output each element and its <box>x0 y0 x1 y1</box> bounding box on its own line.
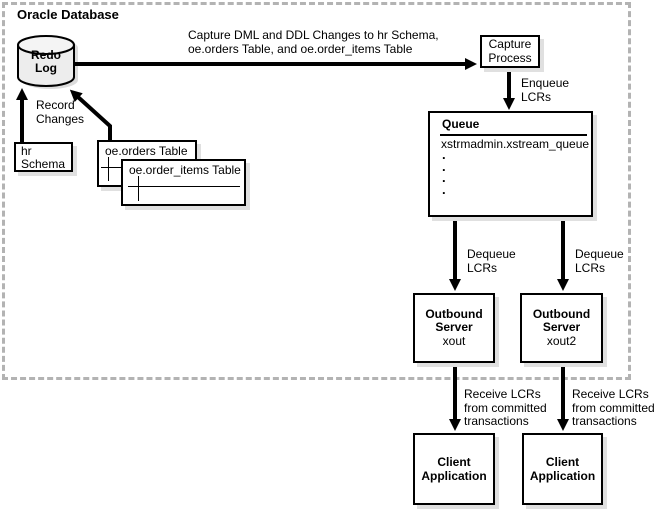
outbound-server-xout2-node: Outbound Server xout2 <box>520 293 603 363</box>
oe-order-items-table-label: oe.order_items Table <box>129 163 241 177</box>
capture-changes-annotation: Capture DML and DDL Changes to hr Schema… <box>188 28 439 56</box>
hr-schema-node: hr Schema <box>14 142 73 172</box>
client-application-label: Client Application <box>529 455 596 483</box>
queue-title: Queue <box>442 117 480 131</box>
queue-ellipsis: . . . . <box>442 147 446 197</box>
table-icon <box>128 186 240 187</box>
table-icon <box>138 176 139 201</box>
dequeue-lcrs-annotation-right: Dequeue LCRs <box>575 247 624 275</box>
oe-order-items-table-node: oe.order_items Table <box>121 159 246 206</box>
capture-process-node: Capture Process <box>480 35 540 68</box>
arrow-record-from-oe-orders <box>69 89 112 141</box>
outbound-server-name: xout <box>442 333 466 348</box>
client-application-node-left: Client Application <box>413 433 495 505</box>
oracle-database-title: Oracle Database <box>17 7 119 22</box>
client-application-node-right: Client Application <box>522 433 603 505</box>
enqueue-lcrs-annotation: Enqueue LCRs <box>521 76 570 104</box>
client-application-label: Client Application <box>421 455 487 483</box>
outbound-server-title: Outbound Server <box>532 306 591 335</box>
dequeue-lcrs-annotation-left: Dequeue LCRs <box>467 247 516 275</box>
record-changes-annotation: Record Changes <box>36 98 85 126</box>
queue-title-rule <box>440 134 587 136</box>
oracle-database-boundary <box>2 2 631 380</box>
outbound-server-name: xout2 <box>546 333 577 348</box>
redo-log-cylinder <box>17 35 78 89</box>
receive-lcrs-annotation-left: Receive LCRs from committed transactions <box>464 387 547 428</box>
queue-name: xstrmadmin.xstream_queue <box>441 137 590 151</box>
redo-log-label: Redo Log <box>31 48 61 75</box>
outbound-server-title: Outbound Server <box>425 306 483 335</box>
receive-lcrs-annotation-right: Receive LCRs from committed transactions <box>572 387 655 428</box>
outbound-server-xout-node: Outbound Server xout <box>413 293 495 363</box>
table-icon <box>108 157 109 181</box>
queue-node: Queue xstrmadmin.xstream_queue . . . . <box>428 111 593 217</box>
oe-orders-table-label: oe.orders Table <box>105 144 188 158</box>
capture-process-label: Capture Process <box>488 37 532 65</box>
